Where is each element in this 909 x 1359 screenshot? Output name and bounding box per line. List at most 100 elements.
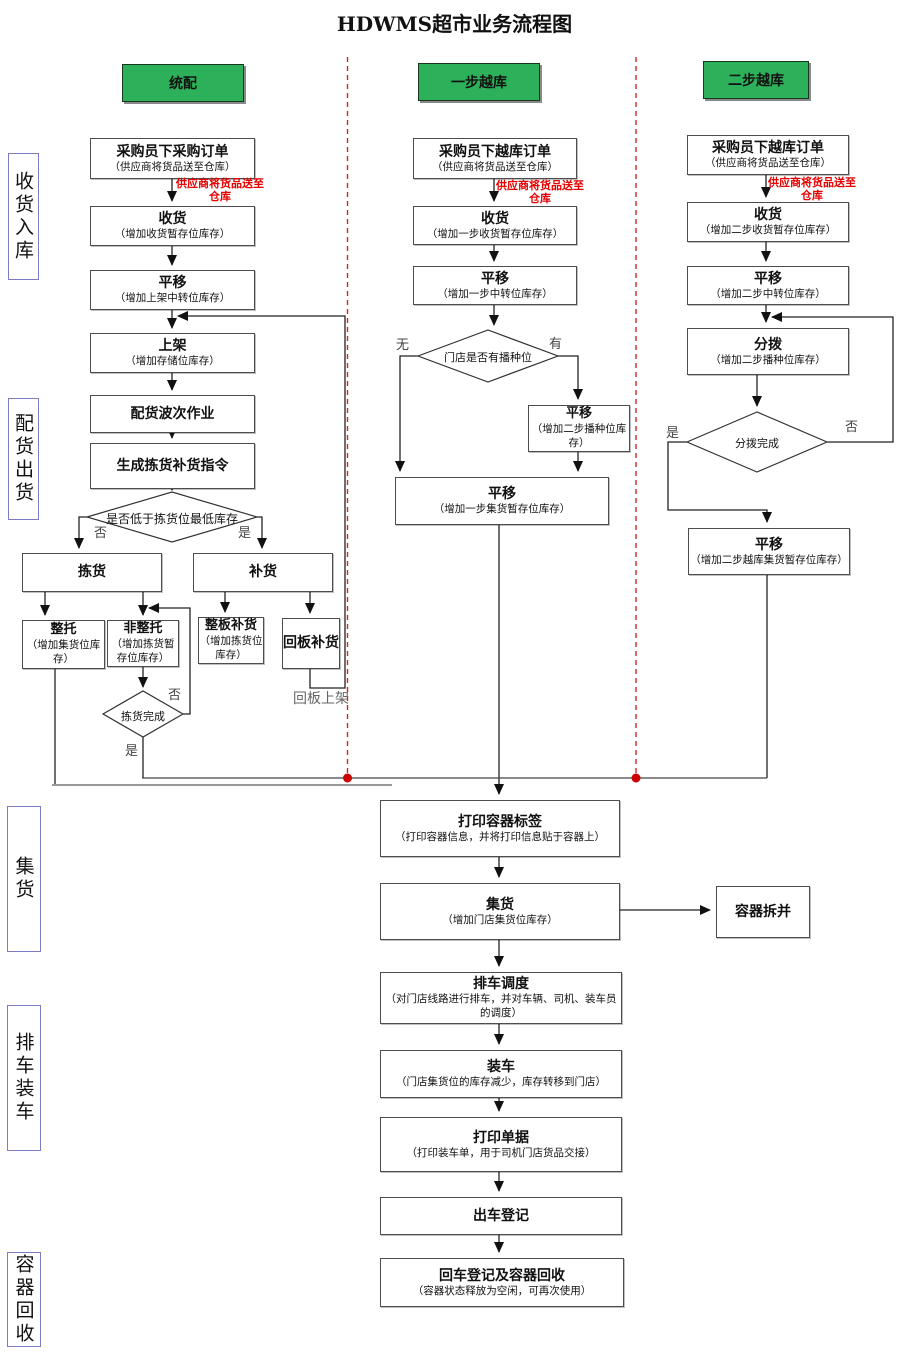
junction-dot-right — [631, 773, 641, 783]
node-title: 采购员下采购订单 — [116, 143, 229, 160]
node-subtitle: （供应商将货品送至仓库） — [432, 160, 558, 173]
node-title: 打印单据 — [473, 1129, 529, 1146]
junction-dot-left — [343, 773, 352, 783]
lane-header-one-step: 一步越库 — [418, 63, 540, 101]
node-title: 集货 — [486, 896, 514, 913]
node-subtitle: （对门店线路进行排车，并对车辆、司机、装车员的调度） — [385, 993, 617, 1020]
node-c1-order: 采购员下采购订单 （供应商将货品送至仓库） — [90, 138, 255, 179]
node-subtitle: （供应商将货品送至仓库） — [705, 157, 831, 170]
node-title: 分拨 — [754, 336, 782, 353]
node-c3-move-collect: 平移 （增加二步越库集货暂存位库存） — [688, 528, 850, 575]
node-subtitle: （增加拣货暂存位库存） — [111, 638, 175, 664]
branch-label-alloc-yes: 是 — [666, 426, 680, 441]
node-subtitle: （增加二步越库集货暂存位库存） — [690, 553, 848, 566]
node-subtitle: （增加二步中转位库存） — [710, 287, 826, 300]
node-title: 收货 — [481, 210, 509, 227]
node-c1-shelve: 上架 （增加存储位库存） — [90, 333, 255, 373]
node-subtitle: （容器状态释放为空闲，可再次使用） — [412, 1284, 592, 1297]
node-subtitle: （增加拣货位库存） — [199, 635, 263, 661]
side-label-container-return: 容器回收 — [7, 1252, 41, 1347]
node-subtitle: （供应商将货品送至仓库） — [109, 160, 236, 173]
node-c1-return-replenish: 回板补货 — [282, 618, 340, 669]
side-label-collect: 集货 — [7, 806, 41, 952]
diamond-label-seed-check: 门店是否有播种位 — [444, 351, 532, 364]
node-title: 生成拣货补货指令 — [116, 457, 229, 474]
node-subtitle: （打印容器信息，并将打印信息贴于容器上） — [395, 830, 605, 843]
side-label-loading: 排车装车 — [7, 1005, 41, 1151]
diamond-allocate-done — [685, 411, 829, 473]
node-title: 采购员下越库订单 — [439, 143, 551, 160]
node-title: 平移 — [565, 406, 592, 422]
node-subtitle: （增加上架中转位库存） — [114, 292, 231, 305]
annotation-supplier-c3: 供应商将货品送至 仓库 — [768, 176, 856, 202]
node-collect: 集货 （增加门店集货位库存） — [380, 883, 620, 940]
annotation-return-shelve: 回板上架 — [293, 691, 349, 707]
side-label-picking: 配货出货 — [8, 398, 39, 520]
node-title: 非整托 — [123, 621, 163, 637]
node-title: 补货 — [249, 564, 277, 581]
page-title: HDWMS超市业务流程图 — [336, 12, 573, 36]
diamond-label-allocate-done: 分拨完成 — [735, 437, 779, 450]
node-title: 整托 — [50, 622, 77, 638]
node-title: 容器拆并 — [735, 903, 791, 920]
node-c1-partial-pallet: 非整托 （增加拣货暂存位库存） — [107, 620, 179, 667]
node-title: 平移 — [754, 270, 782, 287]
node-c3-receive: 收货 （增加二步收货暂存位库存） — [687, 202, 849, 242]
node-title: 回车登记及容器回收 — [439, 1267, 565, 1284]
node-subtitle: （增加二步播种位库存） — [531, 423, 627, 449]
node-subtitle: （增加二步播种位库存） — [710, 353, 826, 366]
node-subtitle: （增加集货位库存） — [26, 639, 101, 665]
node-title: 出车登记 — [473, 1207, 529, 1224]
node-c2-move: 平移 （增加一步中转位库存） — [413, 266, 577, 305]
node-c2-move-seed: 平移 （增加二步播种位库存） — [528, 405, 630, 452]
node-c1-wave: 配货波次作业 — [90, 395, 255, 433]
side-label-receiving: 收货入库 — [8, 153, 39, 280]
node-subtitle: （打印装车单，用于司机门店货品交接） — [406, 1146, 596, 1159]
node-title: 排车调度 — [473, 976, 529, 993]
node-subtitle: （增加收货暂存位库存） — [114, 228, 231, 241]
branch-label-has: 有 — [549, 337, 563, 352]
node-c1-pick: 拣货 — [22, 553, 162, 592]
node-c1-full-replenish: 整板补货 （增加拣货位库存） — [198, 617, 264, 664]
branch-label-yes: 是 — [238, 526, 252, 541]
node-title: 配货波次作业 — [130, 405, 215, 422]
node-title: 整板补货 — [204, 618, 257, 634]
node-c3-move: 平移 （增加二步中转位库存） — [687, 266, 849, 305]
diamond-label-low-stock: 是否低于拣货位最低库存 — [105, 512, 238, 526]
annotation-supplier-c2: 供应商将货品送至 仓库 — [496, 179, 584, 205]
node-container-split: 容器拆并 — [716, 886, 810, 938]
node-subtitle: （增加一步中转位库存） — [437, 287, 553, 300]
edge-group — [40, 173, 894, 1253]
node-c1-move: 平移 （增加上架中转位库存） — [90, 270, 255, 310]
node-title: 平移 — [481, 270, 509, 287]
node-c3-order: 采购员下越库订单 （供应商将货品送至仓库） — [687, 135, 849, 175]
node-c2-move-collect: 平移 （增加一步集货暂存位库存） — [395, 477, 609, 525]
node-c1-full-pallet: 整托 （增加集货位库存） — [22, 620, 105, 669]
node-c3-allocate: 分拨 （增加二步播种位库存） — [687, 328, 849, 375]
diamond-pick-done — [101, 690, 185, 738]
node-title: 采购员下越库订单 — [712, 140, 824, 157]
branch-label-alloc-no: 否 — [845, 420, 859, 435]
annotation-supplier-c1: 供应商将货品送至 仓库 — [176, 177, 264, 203]
branch-label-none: 无 — [396, 338, 410, 353]
node-c1-replenish: 补货 — [193, 553, 333, 592]
node-subtitle: （增加一步收货暂存位库存） — [426, 227, 564, 240]
branch-label-no: 否 — [94, 526, 108, 541]
diamond-seed-slot-check — [416, 329, 560, 383]
node-title: 平移 — [158, 275, 187, 292]
node-c1-gen: 生成拣货补货指令 — [90, 443, 255, 489]
node-title: 上架 — [158, 338, 187, 355]
diamond-low-stock-check — [84, 491, 260, 543]
node-title: 拣货 — [78, 564, 106, 581]
branch-label-pick-no: 否 — [168, 688, 182, 703]
node-subtitle: （门店集货位的库存减少，库存转移到门店） — [396, 1076, 606, 1089]
node-title: 收货 — [158, 211, 187, 228]
edge-return-shelve-loop — [177, 311, 346, 689]
diamond-label-pick-done: 拣货完成 — [121, 710, 165, 723]
node-dispatch: 排车调度 （对门店线路进行排车，并对车辆、司机、装车员的调度） — [380, 972, 622, 1024]
edge-allocate-retry-loop — [771, 312, 894, 443]
node-c2-order: 采购员下越库订单 （供应商将货品送至仓库） — [413, 138, 577, 179]
edge-pick-retry-loop — [148, 603, 191, 715]
